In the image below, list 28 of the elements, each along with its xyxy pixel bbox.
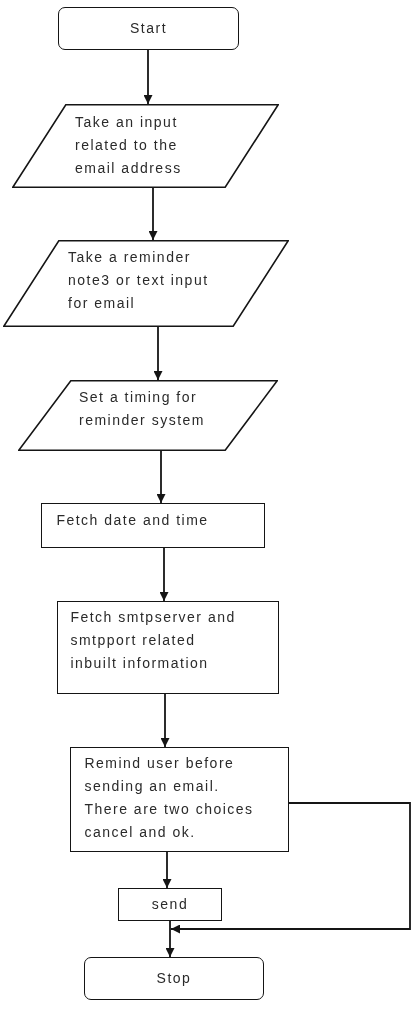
input-parallelogram [18,380,278,451]
step-text: Take a reminder note3 or text input for email [68,248,210,313]
terminal-shape [58,7,239,50]
step-text: Start [129,19,168,38]
arrow [170,802,411,934]
arrow [143,49,153,105]
arrow [148,187,158,241]
process-box [41,503,265,548]
arrow [156,450,166,504]
step-text: Fetch smtpserver and smtpport related inbuilt information [70,608,237,674]
input-parallelogram [12,104,279,188]
arrow [162,851,172,889]
step-text: Set a timing for reminder system [79,388,206,430]
arrow [160,693,170,748]
arrow [153,326,163,381]
step-text: send [151,895,189,914]
step-text: Take an input related to the email address [75,113,183,178]
arrow [159,547,169,602]
process-box [57,601,279,694]
step-text: Stop [156,969,192,988]
step-text: Fetch date and time [56,511,210,531]
process-box [118,888,222,921]
arrow [165,928,175,958]
connector-line [169,920,171,930]
input-parallelogram [3,240,289,327]
step-text: Remind user before sending an email. There are two choices cancel and ok. [84,754,255,843]
terminal-shape [84,957,264,1000]
process-box [70,747,289,852]
